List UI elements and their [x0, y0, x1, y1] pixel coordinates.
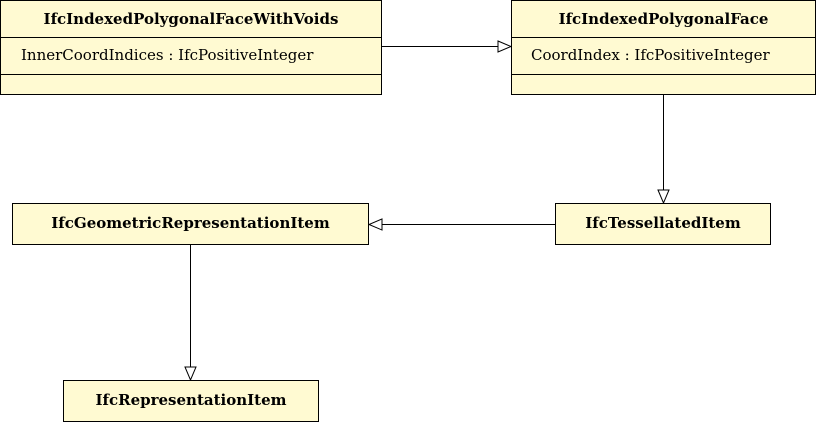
generalization-arrowhead: [367, 218, 383, 231]
class-operations-compartment: [1, 74, 381, 93]
class-ifctessellateditem: IfcTessellatedItem: [555, 203, 771, 245]
class-name: IfcIndexedPolygonalFaceWithVoids: [43, 10, 339, 28]
class-attribute: InnerCoordIndices : IfcPositiveInteger: [1, 37, 381, 74]
generalization-arrowhead: [497, 40, 513, 53]
generalization-arrowhead: [657, 189, 670, 205]
class-ifcindexedpolygonalfacewithvoids: IfcIndexedPolygonalFaceWithVoids InnerCo…: [0, 0, 382, 95]
class-name: IfcTessellatedItem: [585, 214, 741, 232]
class-name: IfcRepresentationItem: [95, 391, 287, 409]
class-ifcrepresentationitem: IfcRepresentationItem: [63, 380, 319, 422]
class-attribute: CoordIndex : IfcPositiveInteger: [512, 37, 815, 74]
generalization-arrowhead: [184, 366, 197, 382]
class-name: IfcGeometricRepresentationItem: [51, 214, 330, 232]
class-operations-compartment: [512, 74, 815, 93]
class-name: IfcIndexedPolygonalFace: [558, 10, 769, 28]
class-ifcindexedpolygonalface: IfcIndexedPolygonalFace CoordIndex : Ifc…: [511, 0, 816, 95]
class-ifcgeometricrepresentationitem: IfcGeometricRepresentationItem: [12, 203, 369, 245]
